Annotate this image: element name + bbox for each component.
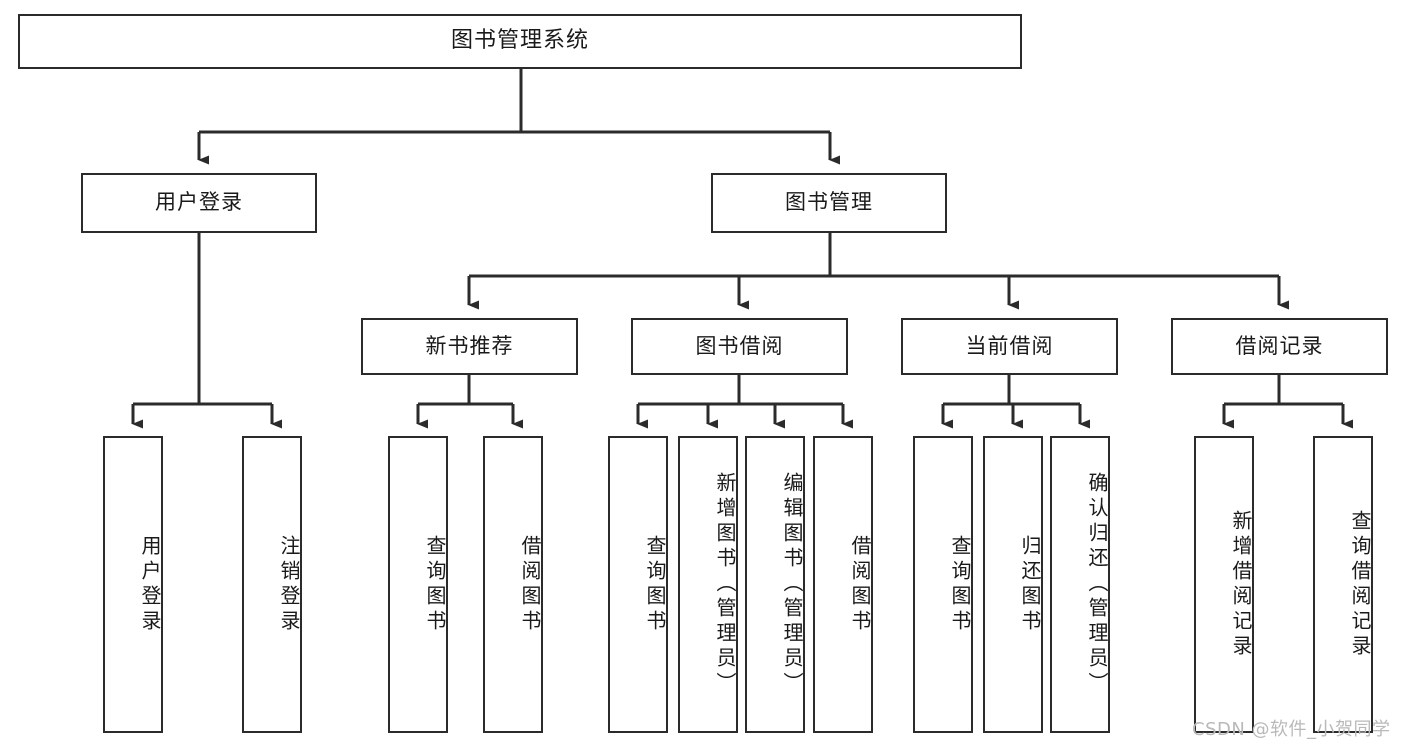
leaf-confirm-return-admin[interactable]: 确认归还（管理员）: [1050, 436, 1110, 733]
node-label: 用户登录: [138, 534, 162, 635]
node-label: 借阅图书: [848, 534, 872, 635]
node-book-management[interactable]: 图书管理: [711, 173, 947, 233]
node-label: 查询图书: [423, 534, 447, 635]
node-user-login[interactable]: 用户登录: [81, 173, 317, 233]
node-label: 确认归还（管理员）: [1085, 472, 1109, 697]
node-new-book-recommend[interactable]: 新书推荐: [361, 318, 578, 375]
node-current-borrow[interactable]: 当前借阅: [901, 318, 1118, 375]
node-label: 用户登录: [155, 190, 243, 215]
leaf-borrow-book[interactable]: 借阅图书: [813, 436, 873, 733]
node-label: 新增图书（管理员）: [713, 472, 737, 697]
node-label: 当前借阅: [965, 333, 1054, 358]
node-label: 注销登录: [277, 534, 301, 635]
leaf-edit-book-admin[interactable]: 编辑图书（管理员）: [745, 436, 805, 733]
node-label: 归还图书: [1018, 534, 1042, 635]
node-label: 图书管理系统: [450, 28, 589, 54]
node-label: 查询图书: [948, 534, 972, 635]
node-label: 编辑图书（管理员）: [780, 472, 804, 697]
leaf-query-borrow-record[interactable]: 查询借阅记录: [1313, 436, 1373, 733]
node-label: 新增借阅记录: [1229, 509, 1253, 660]
node-label: 借阅记录: [1235, 333, 1324, 358]
node-label: 新书推荐: [425, 333, 514, 358]
node-label: 借阅图书: [518, 534, 542, 635]
watermark-csdn: CSDN @软件_小贺同学: [1192, 719, 1391, 740]
node-label: 查询图书: [643, 534, 667, 635]
leaf-query-book-borrow[interactable]: 查询图书: [608, 436, 668, 733]
leaf-query-book-recommend[interactable]: 查询图书: [388, 436, 448, 733]
node-label: 图书借阅: [695, 333, 784, 358]
leaf-logout[interactable]: 注销登录: [242, 436, 302, 733]
leaf-borrow-book-recommend[interactable]: 借阅图书: [483, 436, 543, 733]
leaf-add-book-admin[interactable]: 新增图书（管理员）: [678, 436, 738, 733]
leaf-user-login[interactable]: 用户登录: [103, 436, 163, 733]
node-root-system[interactable]: 图书管理系统: [18, 14, 1022, 69]
node-label: 图书管理: [785, 190, 873, 215]
node-book-borrow[interactable]: 图书借阅: [631, 318, 848, 375]
node-label: 查询借阅记录: [1348, 509, 1372, 660]
leaf-return-book[interactable]: 归还图书: [983, 436, 1043, 733]
leaf-query-book-current[interactable]: 查询图书: [913, 436, 973, 733]
node-borrow-record[interactable]: 借阅记录: [1171, 318, 1388, 375]
leaf-add-borrow-record[interactable]: 新增借阅记录: [1194, 436, 1254, 733]
